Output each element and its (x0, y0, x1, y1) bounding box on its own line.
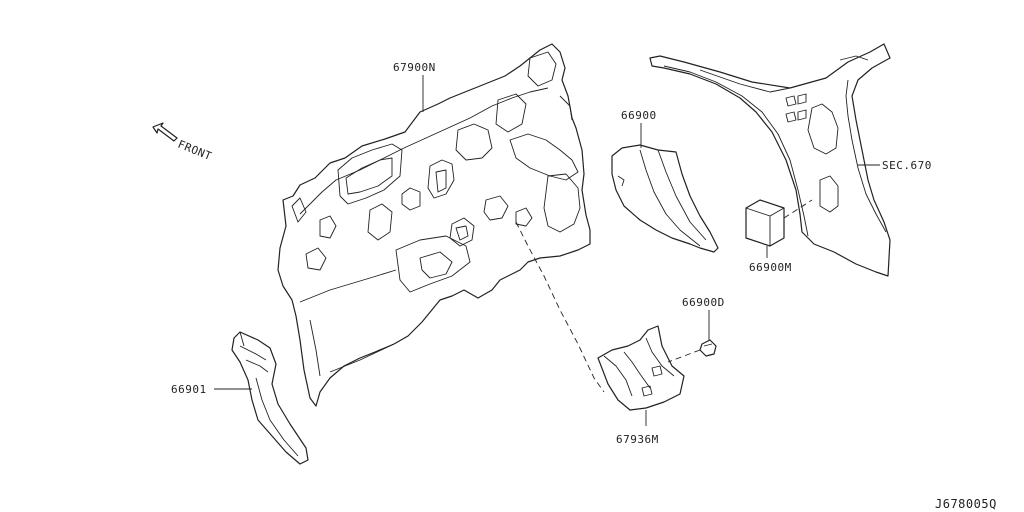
pillar-trim-part (231, 331, 309, 465)
insulator-block-part (745, 199, 785, 247)
clip-part (699, 339, 717, 357)
label-66900d: 66900D (682, 296, 725, 309)
diagram-code: J678005Q (935, 497, 997, 511)
dash-insulator-part (277, 43, 591, 407)
bracket-part (597, 325, 685, 411)
bracket-dash (515, 221, 605, 393)
label-66900: 66900 (621, 109, 657, 122)
label-66901: 66901 (171, 383, 207, 396)
leader-66900m-dash (783, 199, 813, 219)
label-67900n: 67900N (393, 61, 436, 74)
side-finisher-part (611, 144, 719, 253)
label-66900m: 66900M (749, 261, 792, 274)
label-67936m: 67936M (616, 433, 659, 446)
front-arrow-icon (152, 122, 178, 142)
front-label: FRONT (176, 138, 214, 163)
body-side-section (649, 43, 891, 277)
label-sec670: SEC.670 (882, 159, 932, 172)
clip-dash (667, 349, 701, 363)
